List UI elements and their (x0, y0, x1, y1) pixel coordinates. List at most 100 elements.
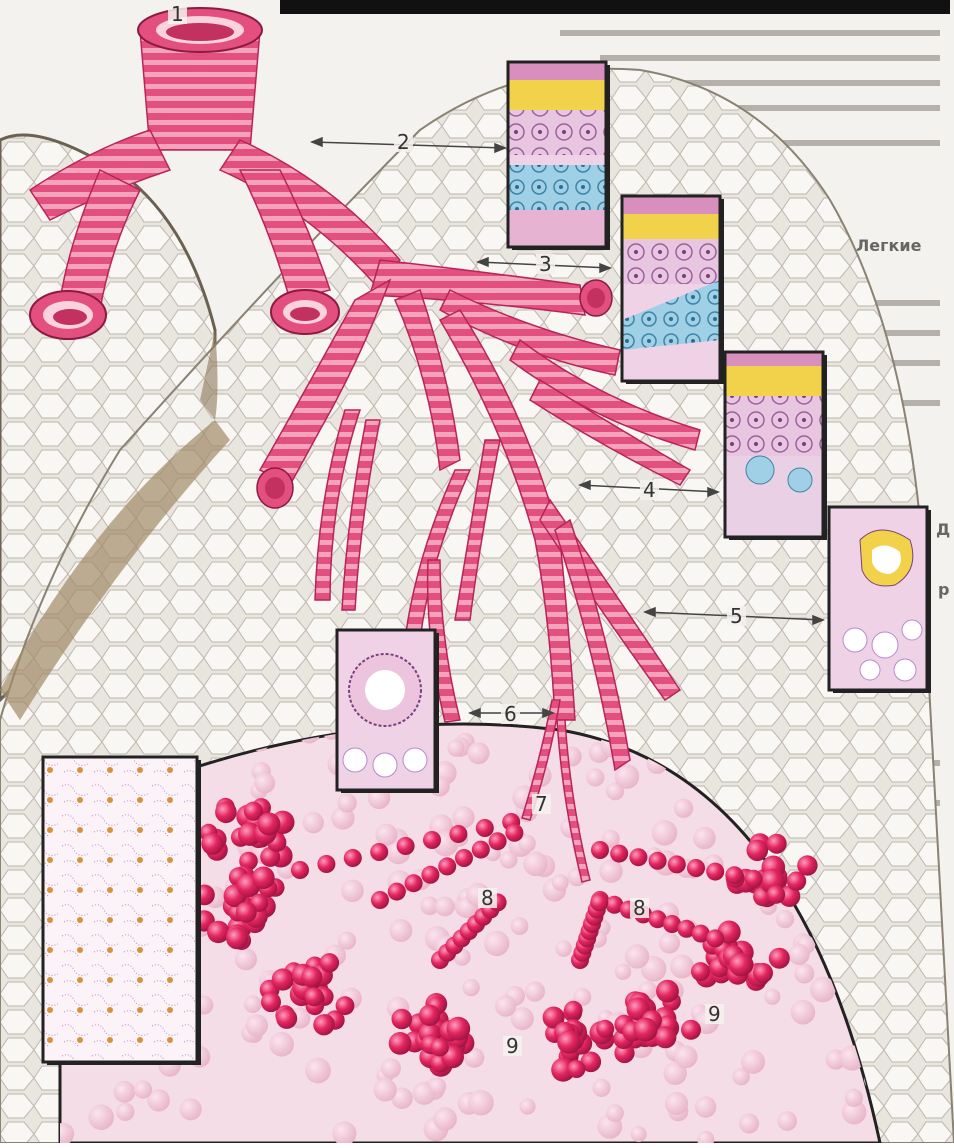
alveolus-pale (586, 768, 604, 786)
alveolus-pale (235, 948, 257, 970)
alveolus-pale (674, 799, 693, 818)
alveolus (654, 1026, 676, 1048)
alveolus-pale (337, 793, 356, 812)
alveolus-pale (791, 1000, 816, 1025)
alveolus (489, 832, 507, 850)
alveolus-pale (525, 981, 545, 1001)
label-4: 4 (640, 480, 659, 500)
label-9-right: 9 (705, 1004, 724, 1024)
alveolus-pale (468, 1090, 494, 1116)
alveolus-pale (429, 1078, 446, 1095)
alveolus (668, 855, 686, 873)
alveolus (389, 1032, 412, 1055)
alveolus (261, 992, 281, 1012)
alveolus-pale (606, 1104, 624, 1122)
alveolus (236, 902, 257, 923)
alveolus (656, 980, 679, 1003)
alveolus (767, 885, 785, 903)
alveolus-pale (555, 940, 572, 957)
alveolus (423, 831, 441, 849)
alveolus-pale (468, 742, 490, 764)
alveolus (505, 824, 523, 842)
alveolus-pale (511, 917, 529, 935)
label-5: 5 (727, 606, 746, 626)
label-3: 3 (536, 254, 555, 274)
alveolus (729, 953, 753, 977)
alveolus (591, 841, 609, 859)
alveolus-pale (434, 1107, 457, 1130)
alveolus-pale (659, 932, 680, 953)
alveolus-pale (180, 1098, 202, 1120)
alveolus (301, 967, 322, 988)
alveolus-pale (341, 880, 364, 903)
alveolus-pale (305, 1058, 331, 1084)
alveolus (291, 861, 309, 879)
alveolus (305, 987, 324, 1006)
alveolus (610, 845, 628, 863)
alveolus (431, 1038, 449, 1056)
alveolus (691, 962, 710, 981)
alveolus-pale (631, 1126, 647, 1142)
label-8-left: 8 (478, 888, 497, 908)
alveolus-pale (114, 1081, 136, 1103)
alveolus (215, 802, 237, 824)
alveolus (455, 849, 473, 867)
label-2: 2 (394, 132, 413, 152)
page-letter-fragment: Д (936, 520, 950, 539)
tissue-section-4 (725, 352, 827, 540)
alveolus-pale (675, 1045, 698, 1068)
alveolus-pale (693, 827, 716, 850)
alveolus-pale (88, 1104, 114, 1130)
alveolus (649, 852, 667, 870)
alveolus (567, 1060, 585, 1078)
alveolus-pale (776, 910, 794, 928)
alveolus-pale (447, 740, 464, 757)
alveolus (371, 891, 389, 909)
alveolus (201, 833, 223, 855)
alveolus-pale (254, 773, 275, 794)
alveolus (317, 855, 335, 873)
alveolus-pale (741, 1050, 765, 1074)
alveolus (388, 883, 406, 901)
alveolus-pale (670, 955, 694, 979)
alveolus (745, 870, 763, 888)
alveolus (446, 1017, 470, 1041)
alveolus-pale (739, 1114, 759, 1134)
alveolus-pale (652, 820, 678, 846)
alveolus (706, 929, 724, 947)
alveolus (419, 1005, 440, 1026)
alveolus (320, 953, 339, 972)
alveolus (438, 857, 456, 875)
label-8-right: 8 (630, 898, 649, 918)
alveolus-pale (794, 964, 814, 984)
alveolus (797, 855, 817, 875)
alveolus-pale (303, 812, 324, 833)
alveolus-pale (381, 1058, 401, 1078)
alveolus (596, 1020, 614, 1038)
alveolus (272, 968, 294, 990)
alveolus (634, 1018, 658, 1042)
alveolus-pale (375, 824, 397, 846)
label-6: 6 (501, 704, 520, 724)
label-7: 7 (532, 794, 551, 814)
alveolus (629, 848, 647, 866)
alveolus (564, 1001, 583, 1020)
alveolus (725, 866, 743, 884)
alveolus-pale (435, 897, 455, 917)
alveolus (687, 859, 705, 877)
alveolus (706, 863, 724, 881)
alveolus-pale (788, 944, 809, 965)
alveolus-pale (615, 964, 631, 980)
tissue-section-6 (337, 630, 439, 793)
alveolus-pale (519, 1098, 535, 1114)
alveolus-pale (389, 919, 412, 942)
tissue-section-elastic (43, 757, 201, 1065)
label-1: 1 (168, 4, 187, 24)
alveolus (476, 819, 494, 837)
alveolus-pale (777, 1111, 797, 1131)
alveolus (681, 1020, 701, 1040)
alveolus (472, 841, 490, 859)
alveolus (590, 893, 608, 911)
